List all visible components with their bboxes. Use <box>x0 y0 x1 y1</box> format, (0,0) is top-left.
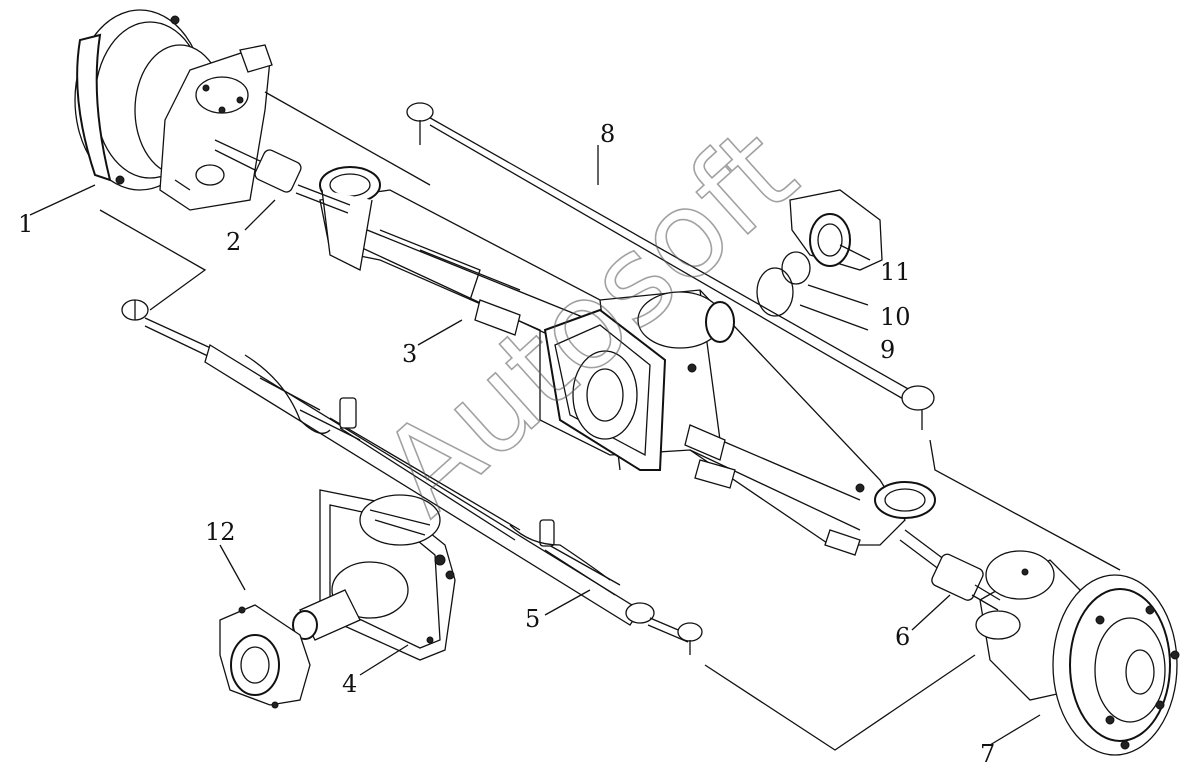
label-1: 1 <box>18 210 33 238</box>
label-8: 8 <box>600 120 615 148</box>
pivot-bracket-right <box>756 189 883 317</box>
left-drive-shaft <box>214 139 351 214</box>
left-wheel-hub <box>74 9 273 211</box>
label-9: 9 <box>880 336 895 364</box>
label-10: 10 <box>880 303 911 331</box>
part-labels: 1 2 3 4 5 6 7 8 9 10 11 12 <box>18 120 995 768</box>
pivot-bracket <box>219 604 311 709</box>
hydraulic-lines <box>244 354 611 581</box>
differential-assembly <box>292 489 456 661</box>
axle-housing <box>319 166 936 556</box>
leader-lines <box>29 91 1121 751</box>
right-wheel-hub <box>975 550 1180 756</box>
label-6: 6 <box>895 623 910 651</box>
label-2: 2 <box>226 228 241 256</box>
right-drive-shaft <box>899 529 1001 611</box>
label-11: 11 <box>880 258 911 286</box>
steering-cylinder <box>121 299 703 655</box>
label-7: 7 <box>980 740 995 768</box>
label-4: 4 <box>342 670 357 698</box>
label-3: 3 <box>402 340 417 368</box>
label-5: 5 <box>525 605 540 633</box>
label-12: 12 <box>205 518 236 546</box>
tie-rod <box>406 102 935 430</box>
